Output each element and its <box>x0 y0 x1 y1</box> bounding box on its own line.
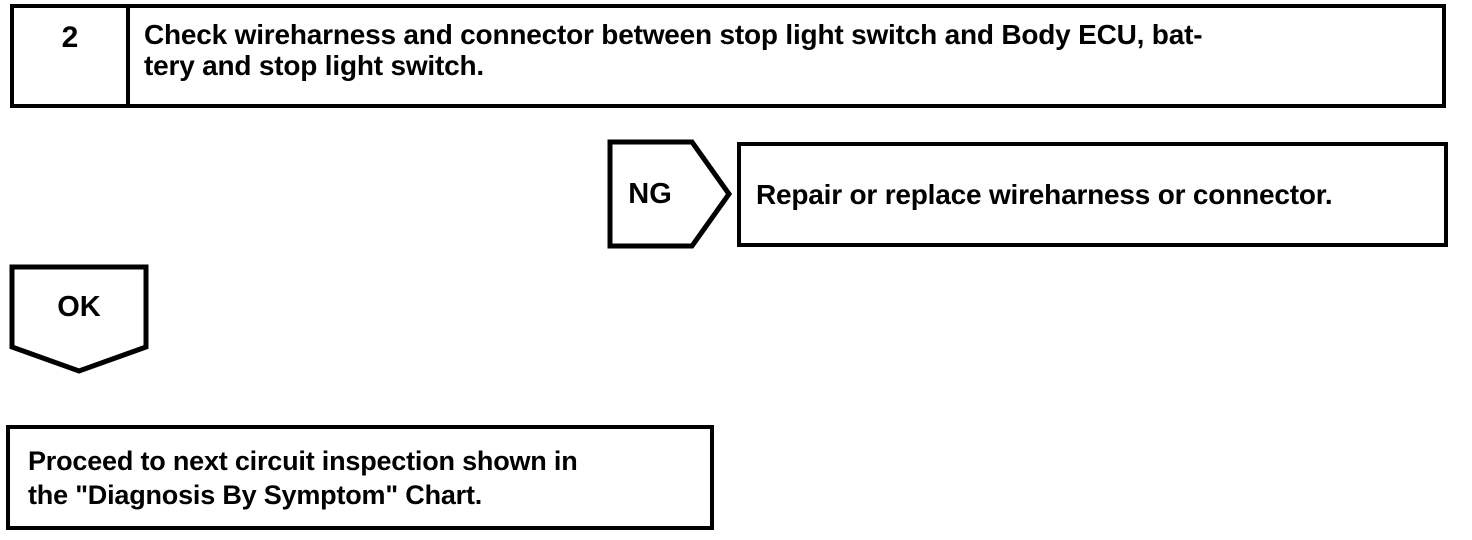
ng-connector-tag: NG <box>606 138 734 250</box>
step-instruction: Check wireharness and connector between … <box>130 8 1442 104</box>
ok-arrow-shape <box>9 264 149 374</box>
step-instruction-line1: Check wireharness and connector between … <box>144 19 1203 50</box>
ok-result-line2: the "Diagnosis By Symptom" Chart. <box>28 480 483 510</box>
step-number: 2 <box>61 21 79 54</box>
ok-label: OK <box>57 290 101 323</box>
step-header-box: 2 Check wireharness and connector betwee… <box>10 4 1446 108</box>
ok-result-box: Proceed to next circuit inspection shown… <box>6 425 714 530</box>
step-instruction-line2: tery and stop light switch. <box>144 50 484 81</box>
step-number-cell: 2 <box>14 8 130 104</box>
ng-action-text: Repair or replace wireharness or connect… <box>756 178 1333 210</box>
ng-arrow-shape <box>607 139 733 249</box>
ok-connector-tag: OK <box>8 263 150 375</box>
ng-label: NG <box>628 177 672 210</box>
ng-action-box: Repair or replace wireharness or connect… <box>737 142 1448 247</box>
ok-result-line1: Proceed to next circuit inspection shown… <box>28 446 578 476</box>
